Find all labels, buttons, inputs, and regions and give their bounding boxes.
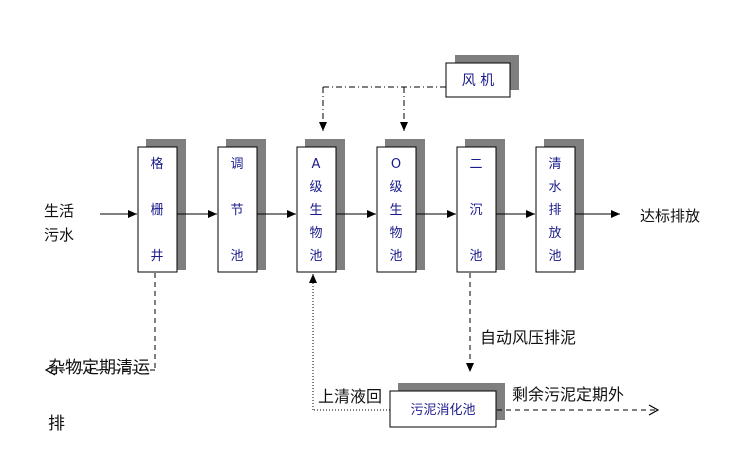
unit-char: O xyxy=(391,157,401,172)
unit-char: 生 xyxy=(309,203,322,218)
unit-char: 池 xyxy=(469,249,482,264)
unit-char: 级 xyxy=(309,180,322,195)
fan-box: 风 机 xyxy=(445,55,519,98)
output-label: 达标排放 xyxy=(640,207,700,225)
unit-clear-water-discharge-tank: 清 水 排 放 池 xyxy=(535,139,584,273)
unit-char: 物 xyxy=(309,226,322,241)
unit-grille-well: 格 栅 井 xyxy=(137,139,186,273)
unit-char: 池 xyxy=(548,249,561,264)
unit-regulating-tank: 调 节 池 xyxy=(217,139,266,273)
unit-char: 物 xyxy=(389,226,402,241)
sludge-tank-label: 污泥消化池 xyxy=(410,403,475,418)
unit-char: 沉 xyxy=(469,203,482,218)
debris-removal-line xyxy=(44,273,156,376)
auto-sludge-label: 自动风压排泥 xyxy=(480,328,576,347)
input-label-line1: 生活 xyxy=(44,202,74,220)
unit-char: 池 xyxy=(389,249,402,264)
debris-removal-label-wrap: 排 xyxy=(48,414,65,434)
unit-char: A xyxy=(312,157,321,172)
unit-o-stage-bio-tank: O 级 生 物 池 xyxy=(376,139,425,273)
fan-label: 风 机 xyxy=(462,73,494,89)
unit-char: 排 xyxy=(548,203,561,218)
unit-char: 调 xyxy=(230,157,243,172)
air-supply-lines xyxy=(319,86,446,131)
unit-char: 节 xyxy=(230,203,243,218)
unit-a-stage-bio-tank: A 级 生 物 池 xyxy=(296,139,345,273)
unit-char: 池 xyxy=(309,249,322,264)
unit-char: 二 xyxy=(469,157,482,172)
unit-char: 井 xyxy=(150,249,163,264)
unit-char: 级 xyxy=(389,180,402,195)
unit-secondary-settling-tank: 二 沉 池 xyxy=(456,139,505,273)
excess-sludge-label: 剩余污泥定期外 xyxy=(512,385,624,404)
sludge-digestion-tank: 污泥消化池 xyxy=(389,383,505,428)
unit-char: 水 xyxy=(548,180,561,195)
unit-char: 格 xyxy=(150,156,163,172)
supernatant-return-line xyxy=(309,274,390,411)
unit-char: 栅 xyxy=(150,203,163,218)
supernatant-return-label: 上清液回 xyxy=(318,387,382,406)
unit-char: 池 xyxy=(230,249,243,264)
debris-removal-label: 杂物定期清运 xyxy=(48,358,150,378)
unit-char: 清 xyxy=(548,157,561,172)
input-label-line2: 污水 xyxy=(44,226,74,244)
unit-char: 生 xyxy=(389,203,402,218)
unit-char: 放 xyxy=(548,226,561,241)
